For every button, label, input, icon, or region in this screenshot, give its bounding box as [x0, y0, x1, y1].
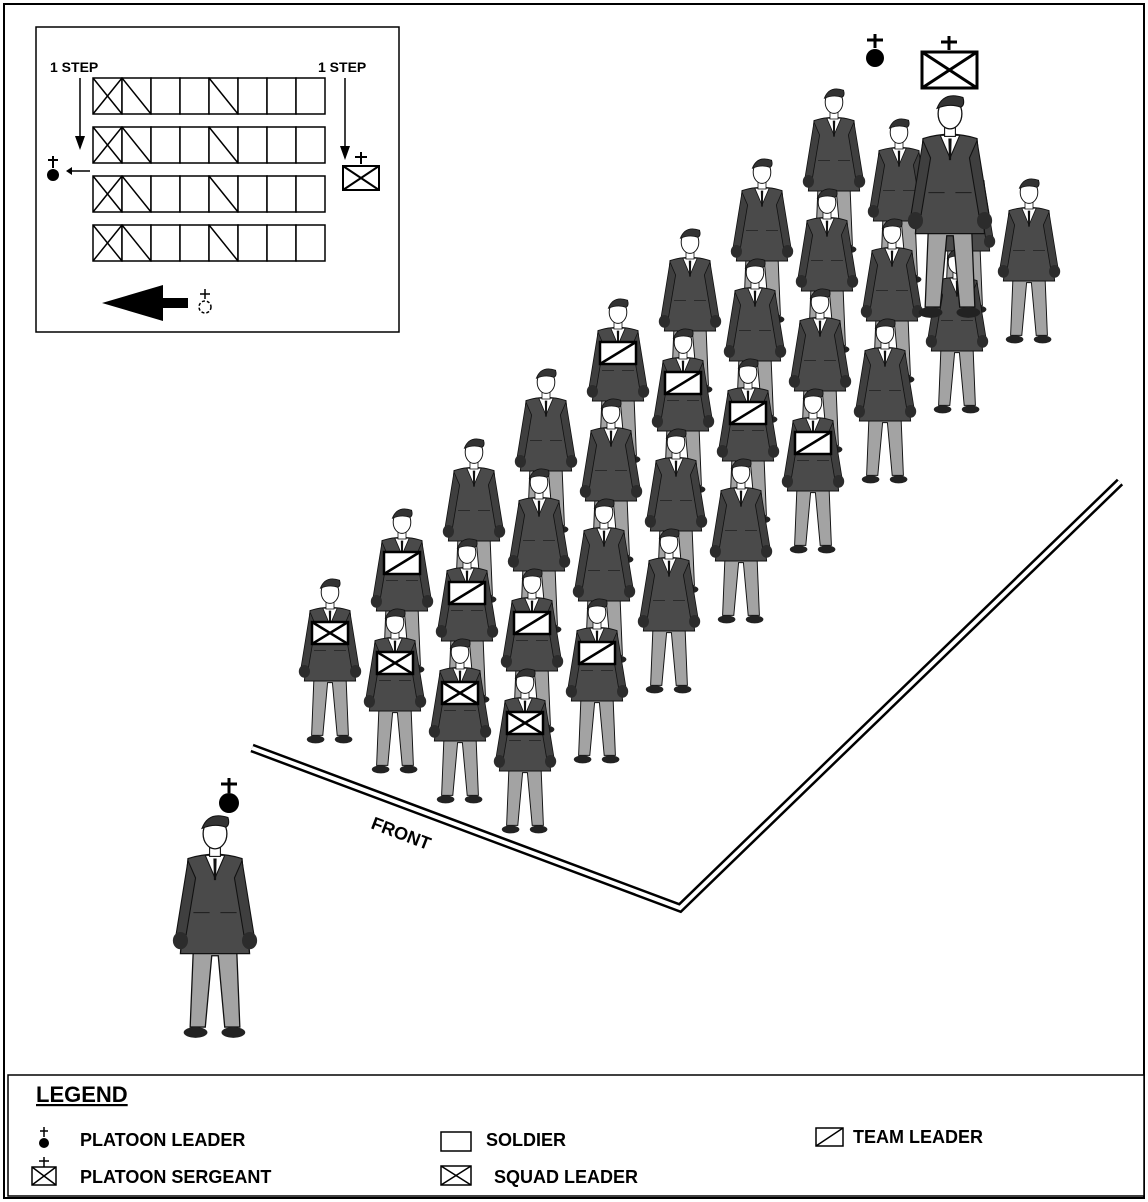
inset-squad-row	[92, 175, 326, 213]
platoon-leader	[172, 778, 258, 1039]
legend-label-squad-leader: SQUAD LEADER	[494, 1167, 638, 1187]
legend-title: LEGEND	[36, 1082, 128, 1107]
inset-soldier-cell	[295, 175, 326, 213]
legend: LEGEND PLATOON LEADER PLATOON SERGEANT	[7, 1074, 1145, 1197]
squad-leader-badge	[505, 710, 545, 736]
inset-soldier-cell	[237, 175, 268, 213]
inset-squad-leader-cell	[92, 126, 123, 164]
inset-soldier-cell	[237, 77, 268, 115]
march-direction-arrow	[102, 285, 212, 321]
inset-soldier-cell	[266, 175, 297, 213]
team-leader-badge	[577, 640, 617, 666]
inset-soldier-cell	[266, 126, 297, 164]
inset-team-leader-cell	[121, 175, 152, 213]
inset-soldier-cell	[179, 175, 210, 213]
legend-team-leader: TEAM LEADER	[815, 1127, 983, 1147]
inset-platoon-sergeant-icon	[342, 152, 380, 191]
team-leader-badge	[793, 430, 833, 456]
inset-formation-diagram: 1 STEP 1 STEP	[35, 26, 400, 333]
inset-squad-leader-cell	[92, 175, 123, 213]
inset-soldier-cell	[179, 224, 210, 262]
left-step-label: 1 STEP	[50, 59, 98, 75]
squad-leader-badge	[440, 680, 480, 706]
team-leader-badge	[728, 400, 768, 426]
team-leader-badge	[512, 610, 552, 636]
inset-soldier-cell	[295, 224, 326, 262]
inset-team-leader-cell	[121, 126, 152, 164]
inset-soldier-cell	[179, 126, 210, 164]
inset-team-leader-cell	[208, 224, 239, 262]
platoon-sergeant-icon	[31, 1157, 57, 1186]
platoon-leader-icon	[39, 1127, 49, 1148]
platoon-sergeant	[866, 34, 993, 319]
inset-squad-grid	[92, 77, 326, 262]
inset-squad-row	[92, 224, 326, 262]
legend-label-team-leader: TEAM LEADER	[853, 1127, 983, 1147]
legend-label-soldier: SOLDIER	[486, 1130, 566, 1150]
soldier-icon	[440, 1131, 472, 1152]
inset-soldier-cell	[150, 224, 181, 262]
inset-platoon-leader-icon	[47, 156, 90, 181]
inset-soldier-cell	[237, 224, 268, 262]
inset-squad-leader-cell	[92, 224, 123, 262]
inset-soldier-cell	[150, 126, 181, 164]
inset-team-leader-cell	[208, 126, 239, 164]
legend-platoon-sergeant: PLATOON SERGEANT	[31, 1157, 271, 1187]
platoon-sergeant-symbol	[866, 34, 979, 90]
legend-squad-leader: SQUAD LEADER	[440, 1165, 638, 1187]
inset-squad-row	[92, 77, 326, 115]
legend-label-platoon-sergeant: PLATOON SERGEANT	[80, 1167, 271, 1187]
inset-soldier-cell	[237, 126, 268, 164]
team-leader-badge	[382, 550, 422, 576]
inset-soldier-cell	[295, 126, 326, 164]
inset-soldier-cell	[150, 77, 181, 115]
inset-team-leader-cell	[121, 224, 152, 262]
inset-soldier-cell	[295, 77, 326, 115]
inset-team-leader-cell	[208, 77, 239, 115]
inset-soldier-cell	[266, 77, 297, 115]
inset-team-leader-cell	[208, 175, 239, 213]
team-leader-badge	[663, 370, 703, 396]
legend-label-platoon-leader: PLATOON LEADER	[80, 1130, 245, 1150]
platoon-leader-symbol	[219, 778, 239, 813]
inset-soldier-cell	[150, 175, 181, 213]
squad-leader-icon	[440, 1165, 472, 1186]
inset-soldier-cell	[179, 77, 210, 115]
squad-leader-badge	[375, 650, 415, 676]
inset-squad-leader-cell	[92, 77, 123, 115]
inset-squad-row	[92, 126, 326, 164]
squad-leader-badge	[310, 620, 350, 646]
team-leader-badge	[447, 580, 487, 606]
legend-platoon-leader: PLATOON LEADER	[39, 1127, 245, 1150]
legend-soldier: SOLDIER	[440, 1130, 566, 1152]
team-leader-badge	[598, 340, 638, 366]
inset-soldier-cell	[266, 224, 297, 262]
right-step-label: 1 STEP	[318, 59, 366, 75]
inset-team-leader-cell	[121, 77, 152, 115]
team-leader-icon	[815, 1127, 844, 1147]
